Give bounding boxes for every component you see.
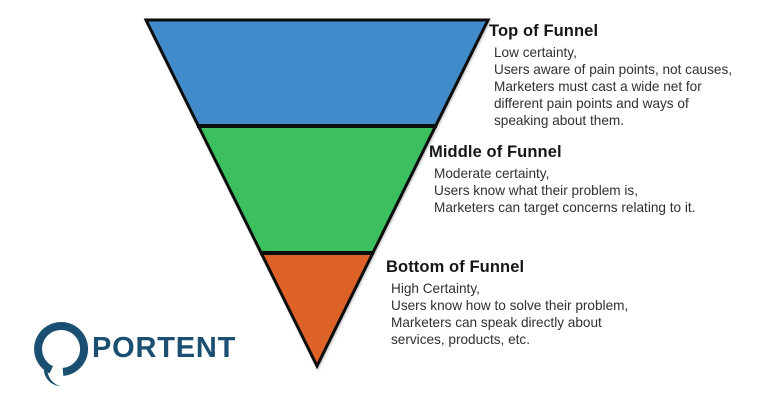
logo-tail — [43, 368, 61, 387]
section-description-top: Low certainty, Users aware of pain point… — [494, 45, 733, 128]
funnel-segment-bottom — [258, 251, 376, 370]
section-description-middle: Moderate certainty, Users know what thei… — [434, 166, 696, 215]
funnel-segment-top — [143, 18, 491, 128]
logo-ring — [34, 321, 89, 376]
section-description-bottom: High Certainty, Users know how to solve … — [391, 281, 629, 347]
funnel-label-top: Top of Funnel Low certainty, Users aware… — [489, 21, 759, 129]
funnel-label-middle: Middle of Funnel Moderate certainty, Use… — [429, 142, 759, 216]
portent-logo-icon — [34, 321, 89, 387]
section-heading-top: Top of Funnel — [489, 22, 599, 40]
funnel-label-bottom: Bottom of Funnel High Certainty, Users k… — [386, 257, 716, 348]
section-heading-bottom: Bottom of Funnel — [386, 258, 525, 276]
funnel-segment-middle — [195, 124, 439, 255]
funnel-shape — [143, 18, 491, 370]
section-heading-middle: Middle of Funnel — [429, 143, 562, 161]
portent-logo-text: PORTENT — [92, 332, 237, 364]
